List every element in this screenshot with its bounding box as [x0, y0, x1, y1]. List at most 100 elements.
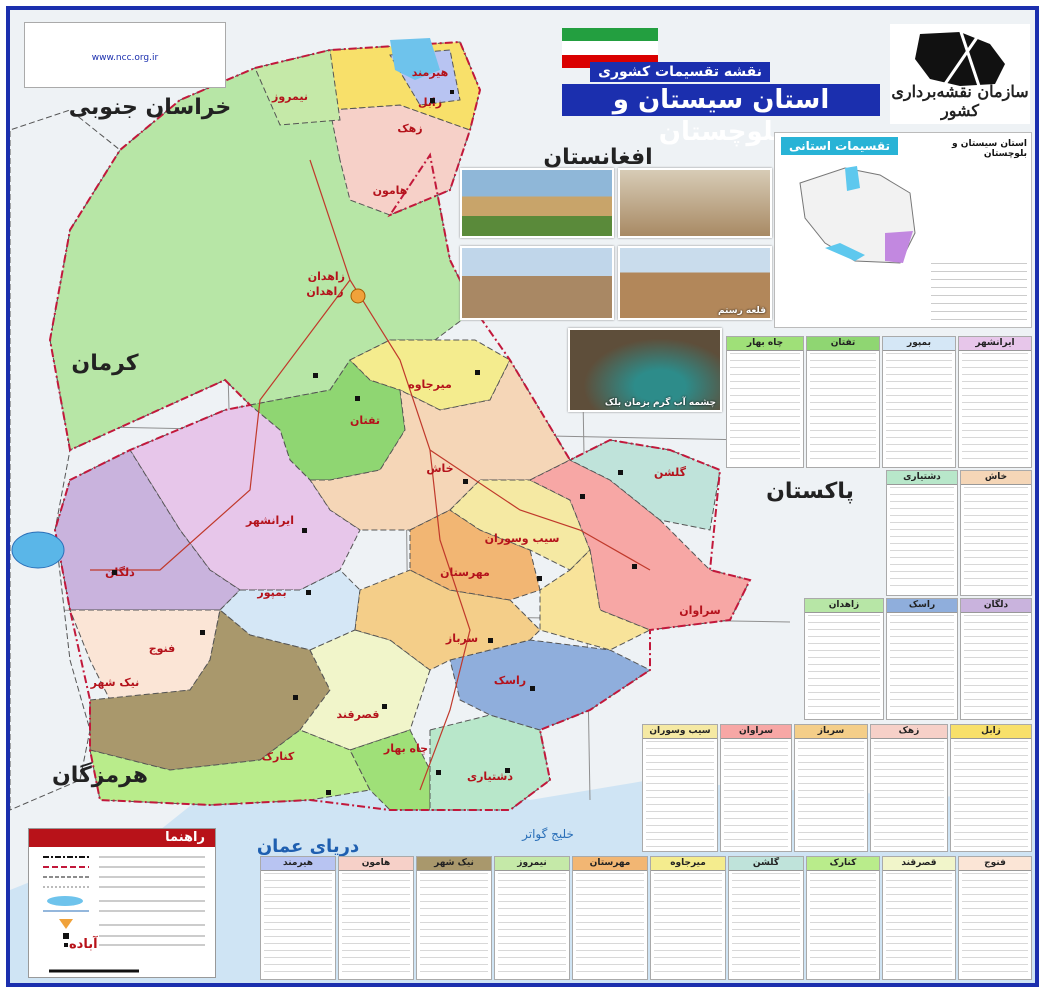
- county-table: هیرمند: [260, 856, 336, 980]
- county-table: ایرانشهر: [958, 336, 1032, 468]
- county-label: هیرمند: [412, 66, 449, 79]
- county-table-header: بمپور: [883, 337, 955, 351]
- county-label: ایرانشهر: [245, 514, 294, 527]
- county-table-header: خاش: [961, 471, 1031, 485]
- province-center-marker: [350, 288, 366, 304]
- county-label: سراوان: [679, 604, 720, 617]
- county-table-header: کنارک: [807, 857, 879, 871]
- website-text: www.ncc.org.ir: [91, 53, 159, 63]
- county-table: خاش: [960, 470, 1032, 596]
- province-border: [48, 40, 752, 811]
- county-table-header: تفتان: [807, 337, 879, 351]
- county-saravan-south: [539, 548, 652, 651]
- legend-settlement-label: آباده: [69, 937, 98, 952]
- map-frame: خراسان جنوبی کرمان هرمزگان افغانستان پاک…: [6, 6, 1039, 987]
- county-sarbaz: [354, 569, 541, 671]
- photo-mud-village: [618, 168, 772, 238]
- county-label: هامون: [373, 184, 408, 197]
- county-table: دشتیاری: [886, 470, 958, 596]
- label-sea: دریای عمان: [257, 836, 359, 857]
- title-block: نقشه تقسیمات کشوری استان سیستان و بلوچست…: [562, 24, 880, 147]
- county-table-header: گلشن: [729, 857, 803, 871]
- county-table: میرجاوه: [650, 856, 726, 980]
- map-title: استان سیستان و بلوچستان: [562, 84, 880, 147]
- legend-symbols: [43, 856, 205, 973]
- photo-old-city: [460, 246, 614, 320]
- label-hormozgan: هرمزگان: [52, 761, 148, 788]
- map-legend: راهنما آباده: [28, 828, 216, 978]
- photo-caption: چشمه آب گرم بزمان بلک: [604, 398, 716, 408]
- photo-rostam-castle: قلعه رستم: [618, 246, 772, 320]
- county-label: تفتان: [350, 414, 380, 427]
- county-label: کنارک: [262, 750, 295, 763]
- county-table-header: سیب وسوران: [643, 725, 717, 739]
- province-stats-rows: [931, 263, 1027, 321]
- county-table-header: راسک: [887, 599, 957, 613]
- label-province-center: زاهدان: [308, 270, 345, 283]
- county-label: بمپور: [256, 586, 286, 599]
- county-table: چاه بهار: [726, 336, 804, 468]
- county-table-header: مهرستان: [573, 857, 647, 871]
- county-table: نیمروز: [494, 856, 570, 980]
- county-table: سیب وسوران: [642, 724, 718, 852]
- label-afghanistan: افغانستان: [543, 145, 652, 170]
- county-table-header: سرباز: [795, 725, 867, 739]
- county-khash: [309, 358, 571, 531]
- county-label: نیک شهر: [90, 676, 140, 689]
- county-table: نیک شهر: [416, 856, 492, 980]
- county-table: زاهدان: [804, 598, 884, 720]
- county-table-header: نیمروز: [495, 857, 569, 871]
- organization-name: سازمان نقشه‌برداری کشور: [891, 82, 1029, 120]
- county-label: دلگان: [105, 566, 135, 579]
- county-table: زهک: [870, 724, 948, 852]
- county-table-header: میرجاوه: [651, 857, 725, 871]
- county-table: هامون: [338, 856, 414, 980]
- legend-title: راهنما: [29, 829, 215, 847]
- county-label: نیمروز: [271, 90, 308, 103]
- county-table-header: نیک شهر: [417, 857, 491, 871]
- county-table: دلگان: [960, 598, 1032, 720]
- county-label: دشتیاری: [467, 770, 513, 783]
- organization-logo: سازمان نقشه‌برداری کشور: [890, 24, 1030, 124]
- photo-castle-field: [460, 168, 614, 238]
- county-label: مهرستان: [440, 566, 490, 579]
- county-label: زهک: [397, 122, 422, 135]
- county-table: بمپور: [882, 336, 956, 468]
- county-table-header: دلگان: [961, 599, 1031, 613]
- label-pakistan: پاکستان: [766, 479, 854, 504]
- county-label: فنوج: [149, 642, 176, 656]
- city-markers: [112, 90, 637, 795]
- county-table-header: فنوج: [959, 857, 1031, 871]
- county-label: سرباز: [445, 632, 478, 645]
- county-table-header: زاهدان: [805, 599, 883, 613]
- county-label: زاهدان: [306, 285, 343, 298]
- provincial-divisions-title: تقسیمات استانی: [781, 137, 899, 155]
- county-table-header: ایرانشهر: [959, 337, 1031, 351]
- county-table: تفتان: [806, 336, 880, 468]
- note-box: www.ncc.org.ir: [24, 22, 226, 88]
- county-label: قصرقند: [337, 708, 380, 721]
- label-kerman: کرمان: [71, 351, 138, 376]
- county-table-header: دشتیاری: [887, 471, 957, 485]
- county-label: سیب وسوران: [485, 532, 560, 545]
- county-label: گلشن: [654, 466, 687, 479]
- county-table: سرباز: [794, 724, 868, 852]
- kerman-area: [10, 109, 121, 811]
- county-nimruz: [254, 49, 341, 126]
- county-label: میرجاوه: [408, 378, 452, 391]
- province-stats-heading: استان سیستان و بلوچستان: [952, 139, 1027, 159]
- county-table: راسک: [886, 598, 958, 720]
- county-table-header: سراوان: [721, 725, 791, 739]
- county-table: سراوان: [720, 724, 792, 852]
- county-table: زابل: [950, 724, 1032, 852]
- county-polygons: [10, 41, 751, 811]
- county-table-header: هیرمند: [261, 857, 335, 871]
- map-subtitle: نقشه تقسیمات کشوری: [590, 62, 770, 82]
- jazmurian-lake: [11, 531, 65, 569]
- county-table-header: زهک: [871, 725, 947, 739]
- county-label: چاه بهار: [383, 742, 428, 755]
- provincial-divisions-panel: تقسیمات استانی استان سیستان و بلوچستان: [774, 132, 1032, 328]
- county-table-header: زابل: [951, 725, 1031, 739]
- label-goatr-bay: خلیج گواتر: [521, 827, 574, 842]
- photo-caption: قلعه رستم: [717, 306, 766, 316]
